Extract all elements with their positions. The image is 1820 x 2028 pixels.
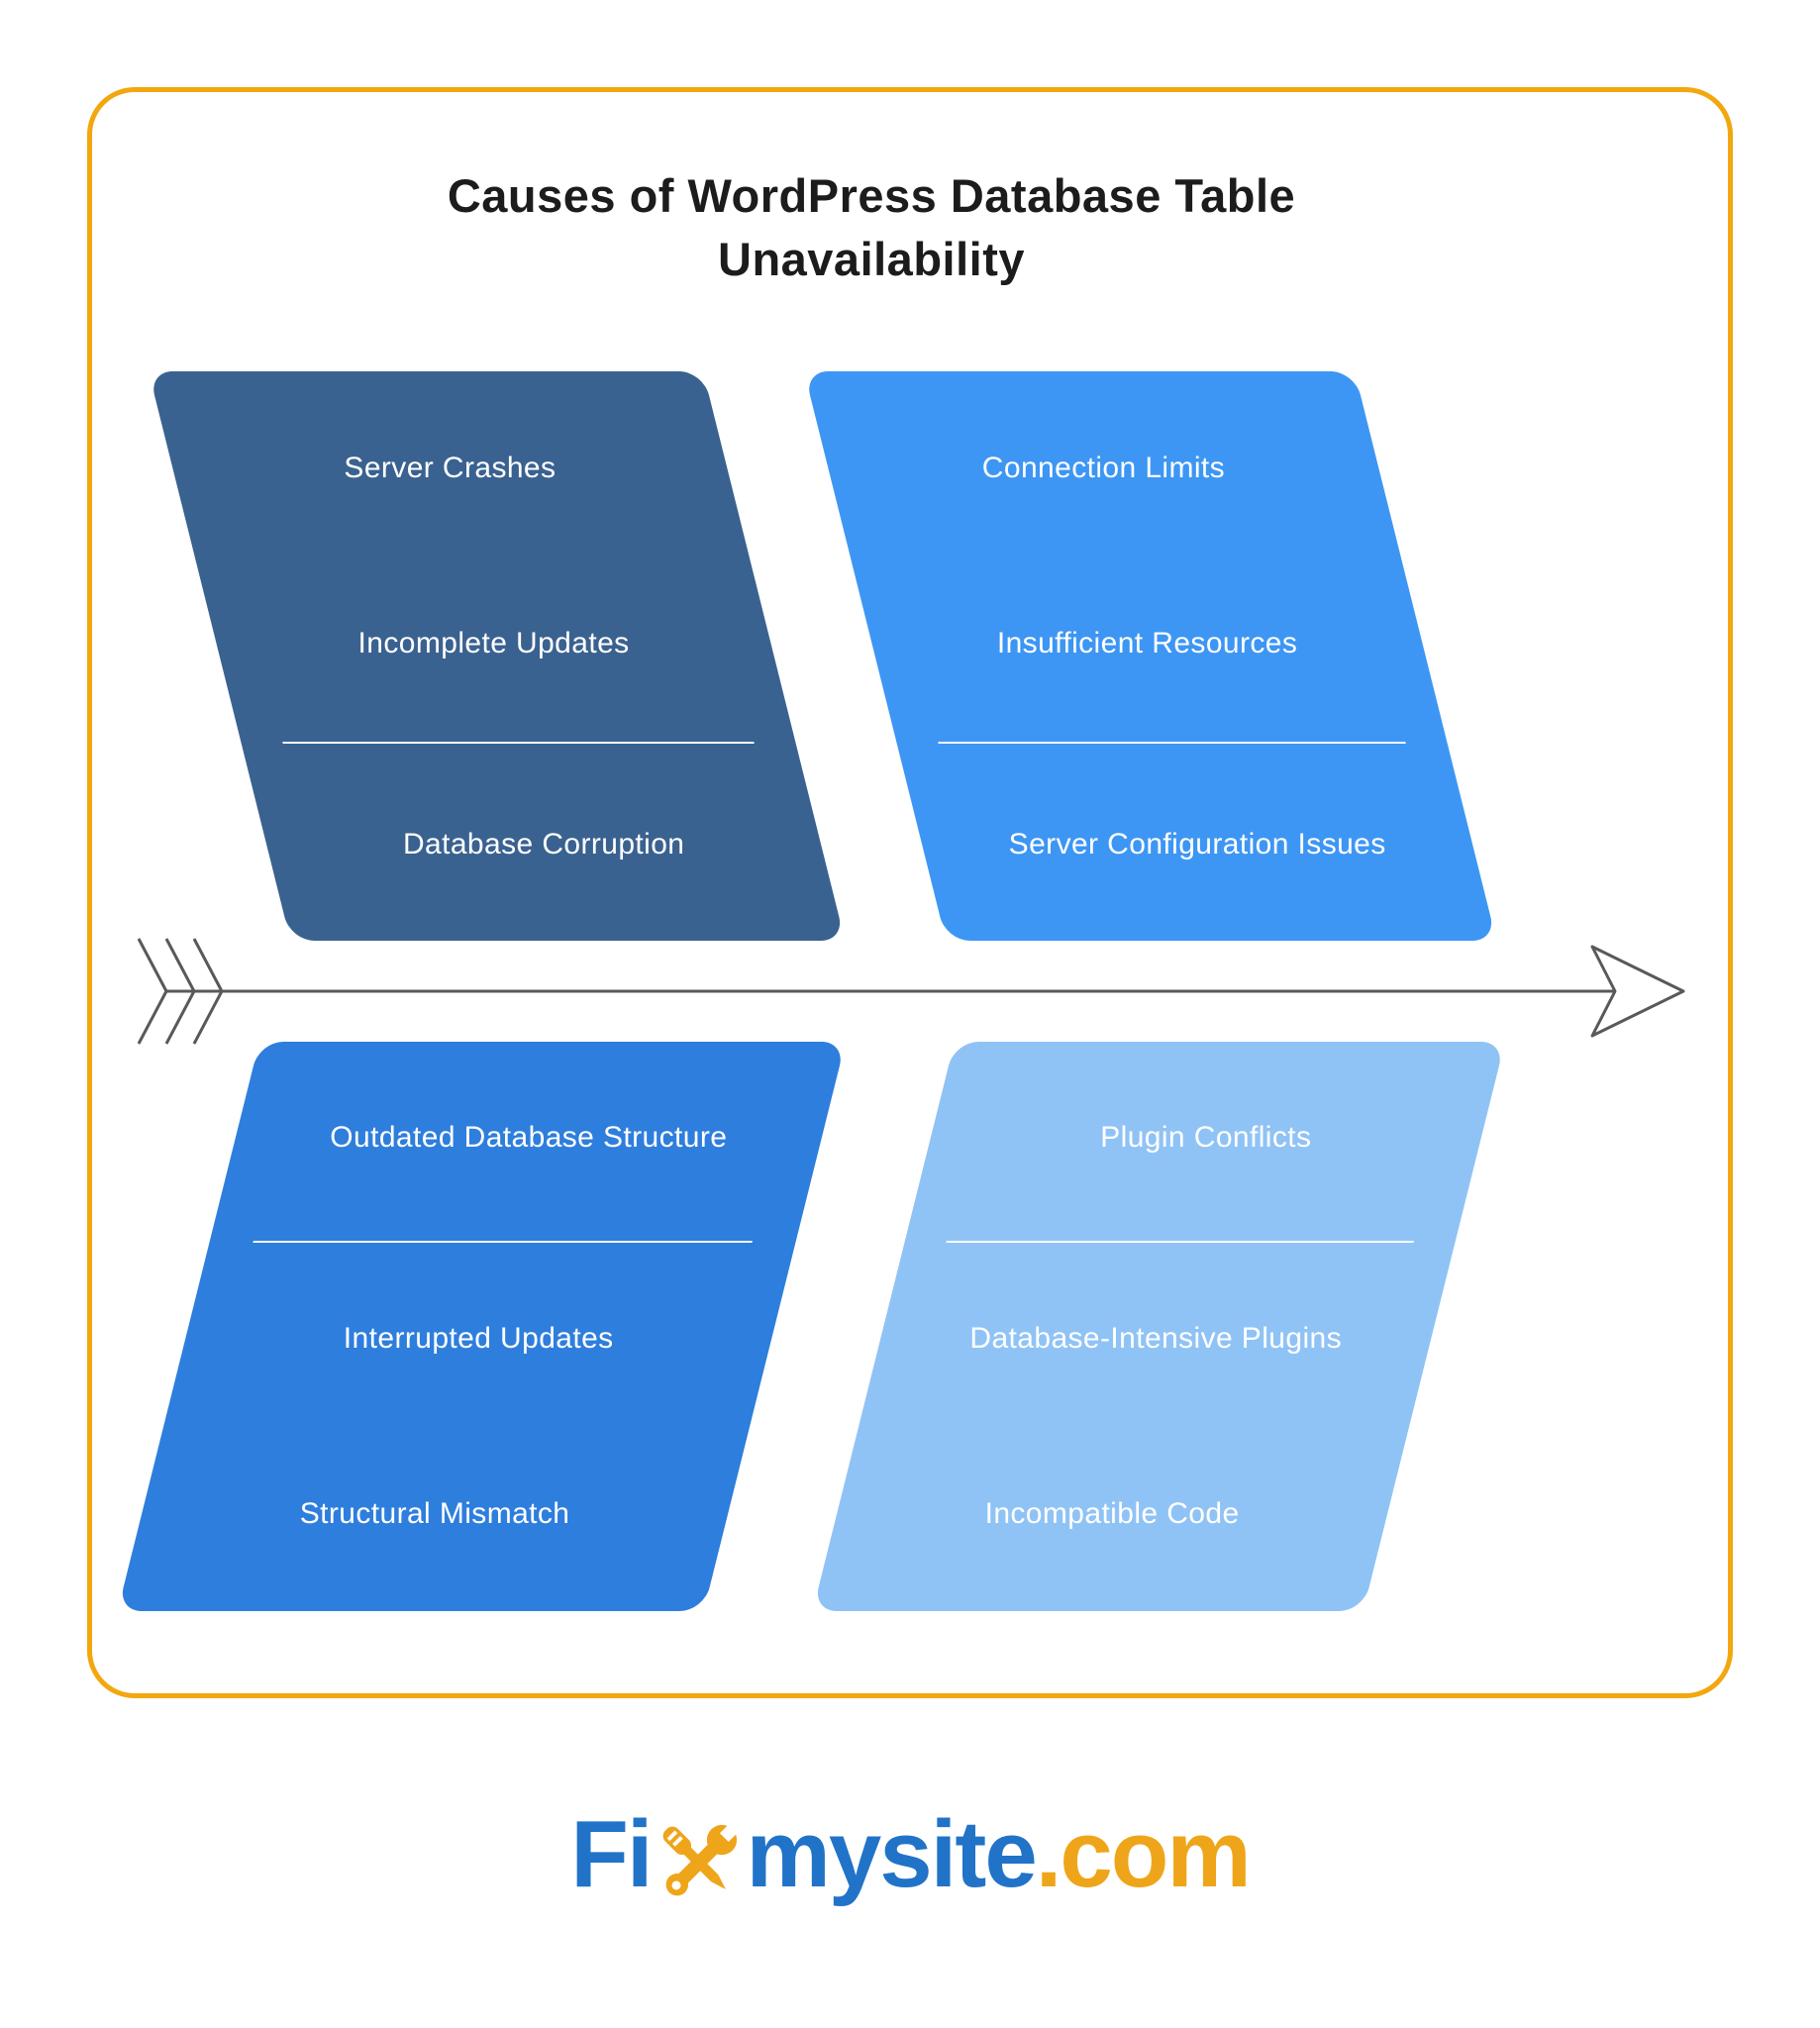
cause-item: Server Configuration Issues	[1008, 828, 1386, 861]
divider-line	[937, 742, 1407, 744]
divider-line	[282, 742, 755, 744]
cause-item: Incompatible Code	[984, 1497, 1240, 1530]
cause-item: Structural Mismatch	[299, 1497, 570, 1530]
cause-item: Database Corruption	[402, 828, 685, 861]
wrench-screwdriver-icon	[662, 1820, 741, 1896]
cause-item: Interrupted Updates	[343, 1322, 614, 1355]
cause-item: Connection Limits	[981, 452, 1226, 484]
cause-item: Incomplete Updates	[357, 627, 630, 659]
logo-text-dotcom: .com	[1035, 1801, 1252, 1907]
diagram-title-line2: Unavailability	[718, 233, 1025, 285]
cause-item: Plugin Conflicts	[1100, 1121, 1312, 1154]
divider-line	[946, 1241, 1415, 1243]
logo-text-mysite: mysite	[746, 1801, 1038, 1907]
logo-text-fi: Fi	[570, 1801, 653, 1907]
cause-item: Insufficient Resources	[996, 627, 1298, 659]
cause-item: Outdated Database Structure	[330, 1121, 728, 1154]
cause-item: Server Crashes	[344, 452, 556, 484]
cause-item: Database-Intensive Plugins	[969, 1322, 1343, 1355]
brand-logo: Fi mysite .com	[0, 1780, 1820, 1929]
diagram-title: Causes of WordPress Database Table Unava…	[87, 164, 1656, 291]
divider-line	[253, 1241, 753, 1243]
diagram-title-line1: Causes of WordPress Database Table	[447, 169, 1296, 222]
